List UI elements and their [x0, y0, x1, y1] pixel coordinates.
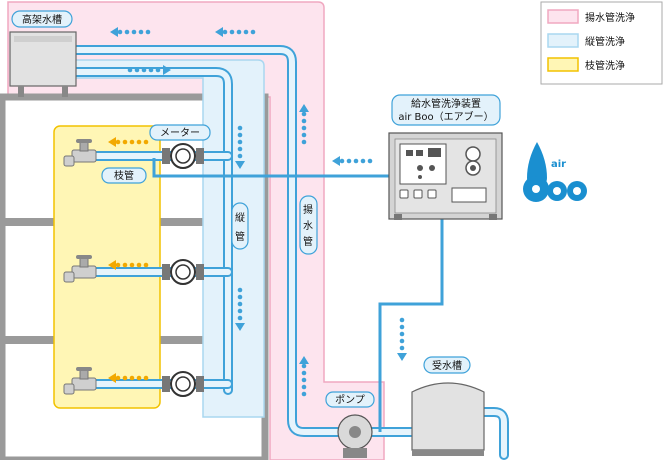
pump-label: ポンプ: [335, 394, 365, 406]
arrow-branch-3: [108, 373, 149, 383]
faucet-1: [63, 139, 97, 167]
elevated-tank: [9, 31, 77, 97]
legend-label-pumping: 揚水管洗浄: [585, 11, 635, 24]
arrow-top-mid: [215, 27, 256, 37]
pump-riser-label-3: 管: [303, 235, 313, 248]
faucet-3: [63, 367, 97, 395]
arrow-riser-top: [127, 65, 171, 75]
legend-label-riser: 縦管洗浄: [585, 35, 625, 48]
washing-device: [388, 132, 503, 220]
riser-label-2: 管: [235, 230, 245, 243]
elevated-tank-label: 高架水槽: [22, 13, 62, 26]
receiving-tank-label: 受水槽: [432, 359, 462, 372]
pump-label-bg: [325, 391, 375, 408]
legend-swatch-riser: [547, 33, 579, 48]
meter-2: [162, 259, 204, 285]
legend-swatch-branch: [547, 57, 579, 72]
elevated-tank-label-bg: [11, 10, 73, 28]
pump-riser-label-2: 水: [303, 220, 313, 232]
meter-label: メーター: [160, 127, 200, 139]
arrow-pump-riser-top: [299, 104, 309, 145]
arrow-branch-2: [108, 260, 149, 270]
arrow-pump-riser-bottom: [299, 356, 309, 397]
legend-swatch-pumping: [547, 9, 579, 24]
arrow-hose-down: [397, 317, 407, 361]
meter-3: [162, 371, 204, 397]
airboo-logo: air: [523, 142, 587, 202]
legend-label-branch: 枝管洗浄: [585, 59, 625, 72]
pump-riser-label-bg: [299, 195, 318, 255]
receiving-tank: [411, 382, 485, 456]
meter-1: [162, 143, 204, 169]
arrow-riser-1: [235, 125, 245, 169]
meter-label-bg: [149, 124, 211, 141]
riser-label-1: 縦: [235, 211, 245, 224]
device-title: 給水管洗浄装置: [411, 97, 481, 110]
pump-riser-label-1: 揚: [303, 203, 313, 216]
branch-label: 枝管: [114, 169, 134, 182]
washing-hose-branch: [152, 158, 390, 178]
arrow-riser-2: [235, 287, 245, 331]
branch-label-bg: [101, 167, 147, 184]
faucet-2: [63, 255, 97, 283]
pump: [337, 414, 373, 458]
riser-label-bg: [231, 202, 249, 250]
riser-zone: [69, 59, 265, 418]
device-subtitle: air Boo（エアブー）: [398, 110, 493, 123]
receiving-tank-label-bg: [423, 356, 471, 374]
device-label-bg: [391, 94, 501, 126]
arrow-top-left: [110, 27, 151, 37]
logo-small-text: air: [551, 159, 566, 170]
washing-hose-pump: [378, 216, 444, 432]
flow-arrows: [108, 27, 407, 397]
legend: 揚水管洗浄 縦管洗浄 枝管洗浄: [540, 1, 663, 85]
arrow-device-out: [332, 156, 373, 166]
arrow-branch-1: [108, 137, 149, 147]
